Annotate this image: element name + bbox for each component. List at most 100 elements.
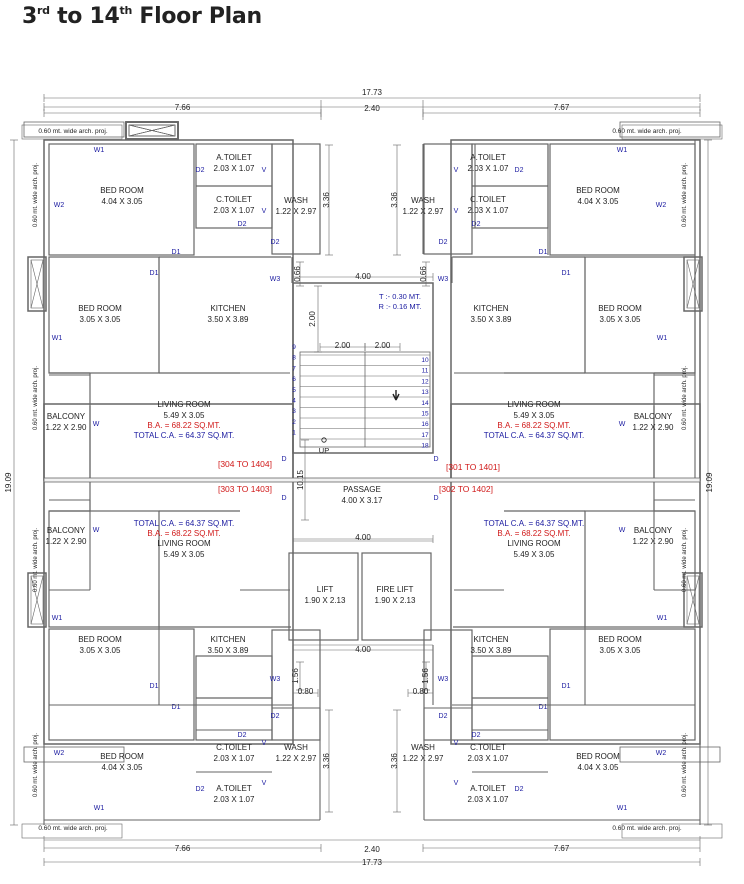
ba-label: B.A. = 68.22 SQ.MT. (147, 421, 220, 430)
stair-step-number: 12 (421, 378, 429, 385)
living-room-label: LIVING ROOM (507, 539, 561, 548)
mark-w3: W3 (270, 676, 281, 683)
bed-room-main-label: BED ROOM (100, 752, 144, 761)
arch-projection-strip (619, 746, 721, 763)
mark-d: D (433, 456, 438, 463)
mark-v: V (454, 740, 459, 747)
balcony-label: BALCONY (47, 412, 86, 421)
living-room-label: LIVING ROOM (507, 400, 561, 409)
bed-room-main-label: BED ROOM (576, 186, 620, 195)
bed-room-main-wall (549, 143, 696, 256)
dim-wash-right-b: 3.36 (390, 753, 399, 769)
living-room-size: 5.49 X 3.05 (514, 411, 555, 420)
projection-diagonal (686, 259, 700, 309)
wash-label: WASH (284, 196, 308, 205)
mark-w2: W2 (54, 750, 65, 757)
dim-height-left: 19.09 (4, 472, 13, 493)
c-toilet-size: 2.03 X 1.07 (468, 206, 509, 215)
bed-room-second-label: BED ROOM (78, 635, 122, 644)
title-sup-rd: rd (37, 4, 50, 17)
unit-bl (23, 403, 321, 763)
unit-tl-label: [304 TO 1404] (218, 459, 272, 469)
mark-d: D (281, 495, 286, 502)
balcony-size: 1.22 X 2.90 (46, 423, 87, 432)
bed-room-second-label: BED ROOM (598, 304, 642, 313)
side-projection-box-tr (683, 256, 703, 312)
projection-diagonal (686, 575, 700, 625)
mark-w: W (93, 527, 100, 534)
arch-projection-strip (621, 124, 723, 140)
living-room-label: LIVING ROOM (157, 400, 211, 409)
lift-label: LIFT (317, 585, 334, 594)
dim-right-top: 7.67 (554, 103, 570, 112)
bed-room-second-size: 3.05 X 3.05 (600, 315, 641, 324)
mark-d1: D1 (172, 249, 181, 256)
mark-d2: D2 (238, 221, 247, 228)
projection-inner (30, 259, 44, 309)
kitchen-label: KITCHEN (210, 304, 245, 313)
mark-w1: W1 (617, 147, 628, 154)
stair-step-number: 8 (292, 355, 296, 362)
tca-label: TOTAL C.A. = 64.37 SQ.MT. (134, 519, 235, 528)
stair-step-number: 13 (421, 389, 429, 396)
stair-step-number: 6 (292, 376, 296, 383)
arch-proj-label: 0.60 mt. wide arch. proj. (682, 528, 688, 592)
a-toilet-size: 2.03 X 1.07 (468, 795, 509, 804)
dim-right-bottom: 7.67 (554, 844, 570, 853)
arch-proj-label: 0.60 mt. wide arch. proj. (33, 366, 39, 430)
a-toilet-label: A.TOILET (470, 784, 506, 793)
mark-w1: W1 (94, 805, 105, 812)
mark-w1: W1 (52, 615, 63, 622)
mark-w: W (93, 421, 100, 428)
balcony-label: BALCONY (634, 412, 673, 421)
mark-d1: D1 (539, 249, 548, 256)
bed-room-second-wall (48, 510, 160, 628)
dim-left-top: 7.66 (175, 103, 191, 112)
wash-wall (271, 629, 321, 741)
wash-label: WASH (284, 743, 308, 752)
side-projection-box-tl (27, 256, 47, 312)
dim-duct-width-right: 0.80 (413, 687, 429, 696)
stair-step-number: 17 (421, 432, 429, 439)
page-title: 3rd to 14th Floor Plan (22, 4, 262, 29)
projection-diagonal (30, 575, 44, 625)
stair-step-number: 5 (292, 387, 296, 394)
mark-w1: W1 (52, 335, 63, 342)
mark-v: V (262, 167, 267, 174)
bed-room-main-size: 4.04 X 3.05 (578, 197, 619, 206)
living-room-size: 5.49 X 3.05 (164, 550, 205, 559)
stair-step-number: 10 (421, 357, 429, 364)
dim-duct-bottom-right: 1.56 (421, 668, 430, 684)
bed-room-main-wall (48, 628, 195, 741)
mark-d2: D2 (515, 167, 524, 174)
mark-d2: D2 (439, 239, 448, 246)
mark-w3: W3 (270, 276, 281, 283)
dim-duct-width-left: 0.80 (298, 687, 314, 696)
wash-wall (423, 629, 473, 741)
arch-projection-strip (23, 121, 125, 138)
c-toilet-size: 2.03 X 1.07 (468, 754, 509, 763)
tca-label: TOTAL C.A. = 64.37 SQ.MT. (134, 431, 235, 440)
mark-v: V (454, 780, 459, 787)
mark-d2: D2 (472, 732, 481, 739)
passage-size: 4.00 X 3.17 (342, 496, 383, 505)
dim-center-bottom: 2.40 (364, 845, 380, 854)
projection-inner (30, 575, 44, 625)
bed-room-main-size: 4.04 X 3.05 (102, 197, 143, 206)
fire-lift-label: FIRE LIFT (377, 585, 414, 594)
dim-duct-right: 0.66 (419, 266, 428, 282)
mark-w: W (619, 421, 626, 428)
wash-size: 1.22 X 2.97 (276, 207, 317, 216)
side-projection-box-br (683, 572, 703, 628)
bed-room-main-size: 4.04 X 3.05 (578, 763, 619, 772)
dim-left-bottom: 7.66 (175, 844, 191, 853)
title-sup-th: th (119, 4, 132, 17)
stair-step-number: 7 (292, 365, 296, 372)
mark-w3: W3 (438, 276, 449, 283)
mark-d1: D1 (172, 704, 181, 711)
projection-diagonal (30, 259, 44, 309)
balcony-size: 1.22 X 2.90 (46, 537, 87, 546)
dim-overall-bottom: 17.73 (362, 858, 383, 867)
mark-w1: W1 (617, 805, 628, 812)
stair-step-number: 9 (292, 344, 296, 351)
